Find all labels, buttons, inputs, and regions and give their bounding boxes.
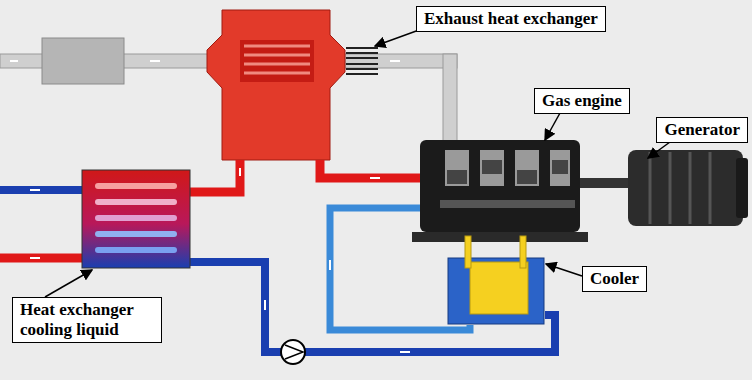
- pump-symbol: [281, 340, 305, 364]
- label-box: Gas engine: [534, 88, 630, 114]
- label-text: Generator: [664, 120, 740, 140]
- label-text: Exhaust heat exchanger: [424, 9, 598, 29]
- leader-line: [45, 26, 670, 297]
- label-box: Cooler: [582, 266, 647, 292]
- label-box: Exhaust heat exchanger: [416, 6, 606, 32]
- generator: [628, 150, 748, 226]
- gas-engine: [412, 140, 630, 242]
- label-text: Heat exchanger cooling liquid: [20, 300, 154, 340]
- label-text: Gas engine: [542, 91, 622, 111]
- label-box: Generator: [656, 117, 748, 143]
- exhaust-heat-exchanger: [207, 10, 378, 160]
- label-text: Cooler: [590, 269, 639, 289]
- label-box: Heat exchanger cooling liquid: [12, 297, 162, 343]
- heat-exchanger: [82, 170, 190, 268]
- cooler: [448, 236, 544, 324]
